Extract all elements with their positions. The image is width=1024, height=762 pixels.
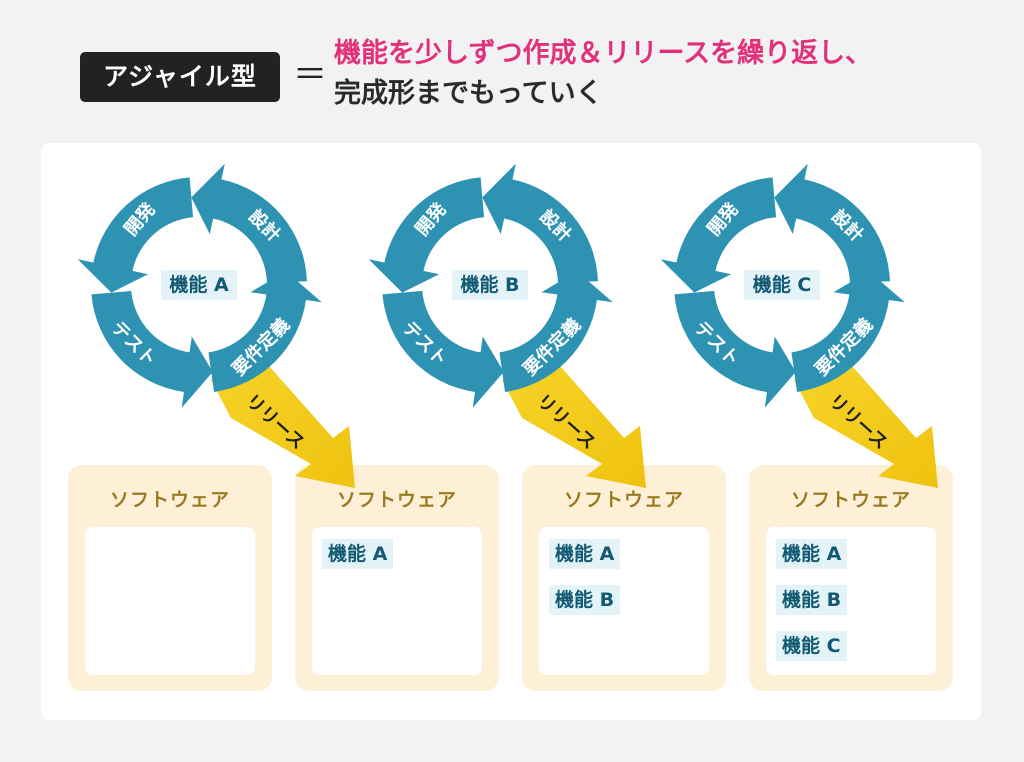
release-arrow [794, 348, 938, 488]
feature-center-label: 機能 A [169, 273, 229, 296]
software-contents: 機能 A [312, 527, 482, 675]
feature-center-bg [161, 270, 237, 300]
cycle-arrow-design [774, 163, 890, 283]
release-arrow [211, 348, 355, 488]
dev-cycle-0: リリース設計開発テスト要件定義機能 A [77, 163, 355, 488]
dev-cycle-2: リリース設計開発テスト要件定義機能 C [660, 163, 938, 488]
headline-line-1: 機能を少しずつ作成＆リリースを繰り返し、 [334, 38, 873, 69]
feature-item: 機能 A [776, 539, 848, 569]
software-title: ソフトウェア [563, 489, 684, 511]
cycle-arrow-test [91, 290, 213, 408]
software-contents [85, 527, 255, 675]
software-title: ソフトウェア [109, 489, 230, 511]
cycle-arrow-test [674, 290, 796, 408]
feature-center-bg [452, 270, 528, 300]
feature-item: 機能 A [549, 539, 621, 569]
method-badge: アジャイル型 [80, 52, 280, 102]
feature-center-label: 機能 B [460, 273, 519, 296]
software-title: ソフトウェア [336, 489, 457, 511]
feature-item: 機能 B [549, 585, 621, 615]
software-contents: 機能 A 機能 B 機能 C [766, 527, 936, 675]
software-box-0: ソフトウェア [68, 465, 272, 691]
software-box-3: ソフトウェア 機能 A 機能 B 機能 C [749, 465, 953, 691]
cycle-arrow-design [191, 163, 307, 283]
software-box-1: ソフトウェア 機能 A [295, 465, 499, 691]
software-title: ソフトウェア [790, 489, 911, 511]
cycle-arrow-req [208, 271, 322, 392]
cycle-arrow-req [499, 271, 613, 392]
headline-line-2: 完成形までもっていく [334, 78, 603, 109]
cycle-arrow-req [791, 271, 905, 392]
dev-cycle-1: リリース設計開発テスト要件定義機能 B [368, 163, 646, 488]
software-box-2: ソフトウェア 機能 A 機能 B [522, 465, 726, 691]
feature-item: 機能 A [322, 539, 394, 569]
cycle-arrow-dev [660, 177, 777, 293]
equals-sign: ＝ [293, 55, 327, 95]
cycle-arrow-dev [77, 177, 194, 293]
header: アジャイル型 ＝ 機能を少しずつ作成＆リリースを繰り返し、 完成形までもっていく [0, 0, 1024, 130]
cycle-arrow-test [382, 290, 504, 408]
feature-center-bg [744, 270, 820, 300]
feature-item: 機能 B [776, 585, 848, 615]
cycle-arrow-dev [368, 177, 485, 293]
software-contents: 機能 A 機能 B [539, 527, 709, 675]
feature-center-label: 機能 C [753, 273, 812, 296]
feature-item: 機能 C [776, 631, 847, 661]
release-arrow [502, 348, 646, 488]
cycle-arrow-design [482, 163, 598, 283]
